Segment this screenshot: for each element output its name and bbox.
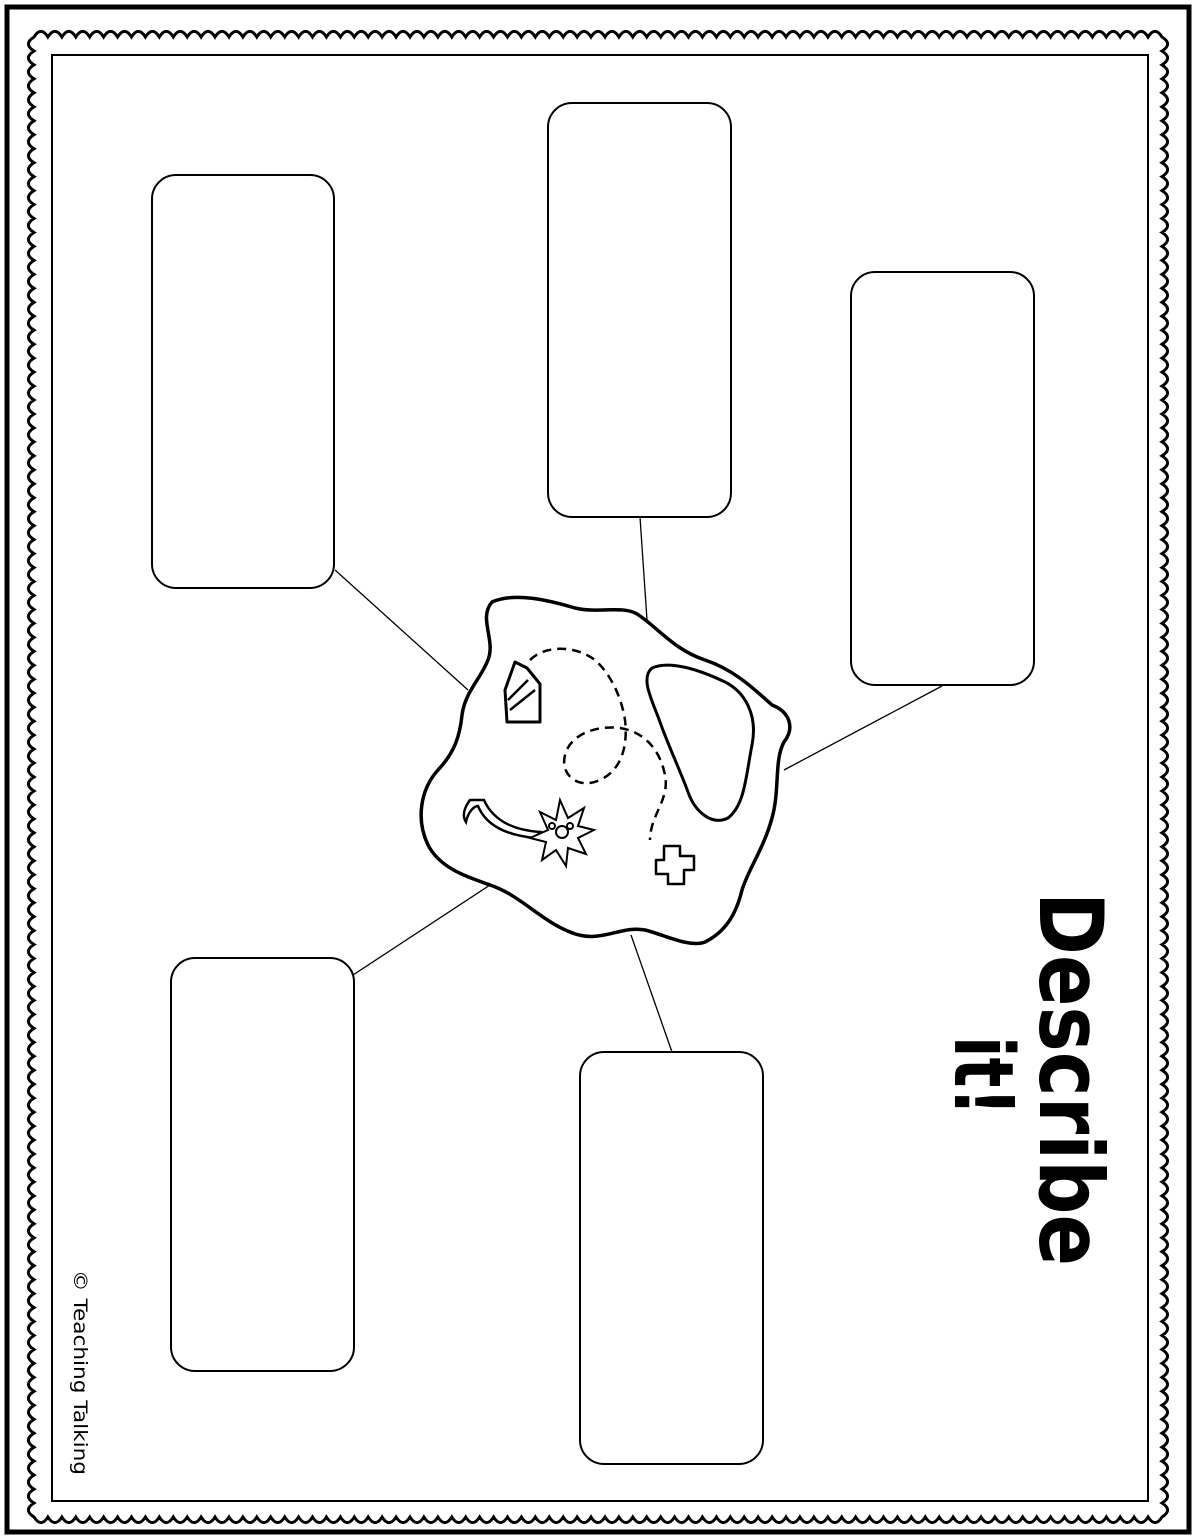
answer-box-right[interactable] [851,272,1034,685]
treasure-map-icon [421,597,790,943]
title-line-2: it! [935,1036,1030,1116]
title-line-1: Describe [1019,892,1122,1266]
answer-box-bottom-left[interactable] [171,958,354,1371]
worksheet-title: Describe it! [935,892,1122,1266]
connector-bottom-center [631,935,672,1052]
answer-box-bottom-center[interactable] [580,1052,763,1464]
connector-top-center [640,517,647,620]
connector-right [784,686,942,770]
credit-group: © Teaching Talking [69,1270,91,1475]
connector-bottom-left [353,885,490,975]
copyright-credit: © Teaching Talking [69,1270,91,1475]
connector-top-left [335,570,468,690]
answer-box-top-left[interactable] [152,175,334,588]
answer-box-top-center[interactable] [548,103,731,517]
